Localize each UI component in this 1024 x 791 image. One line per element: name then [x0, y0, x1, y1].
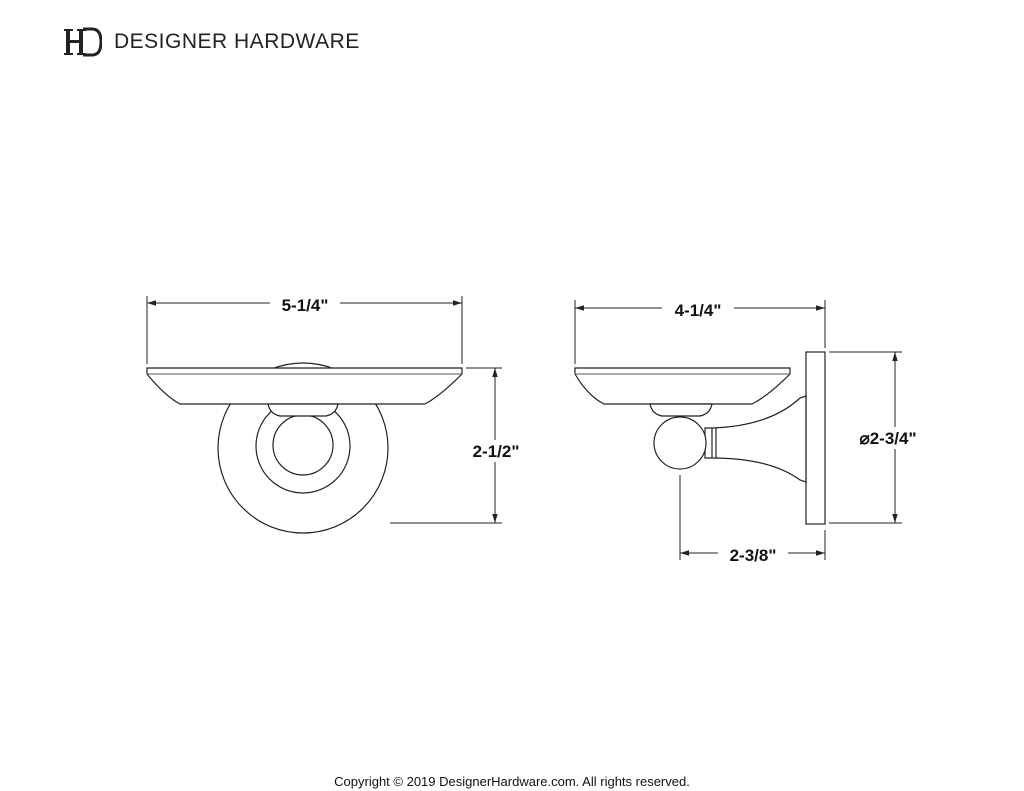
front-width-label: 5-1/4": [282, 296, 329, 315]
side-view: [574, 351, 826, 525]
brand-header: DESIGNER HARDWARE: [64, 26, 360, 58]
brand-name: DESIGNER HARDWARE: [114, 30, 360, 53]
side-soap-dish: [574, 367, 791, 405]
side-width-label: 4-1/4": [675, 301, 722, 320]
side-dish-collar: [649, 403, 713, 417]
side-arm: [704, 395, 807, 483]
side-projection-label: 2-3/8": [730, 546, 777, 565]
copyright-footer: Copyright © 2019 DesignerHardware.com. A…: [334, 774, 690, 789]
front-soap-dish: [146, 367, 463, 405]
side-ball: [653, 416, 707, 470]
front-view: [146, 362, 463, 534]
front-rosette-outer: [217, 362, 389, 534]
front-height-label: 2-1/2": [473, 442, 520, 461]
side-diameter-label: ⌀2-3/4": [859, 429, 916, 448]
dh-monogram-logo-icon: [64, 27, 102, 57]
front-dish-collar: [267, 403, 339, 417]
side-wall-plate: [805, 351, 826, 525]
front-post: [272, 414, 334, 476]
